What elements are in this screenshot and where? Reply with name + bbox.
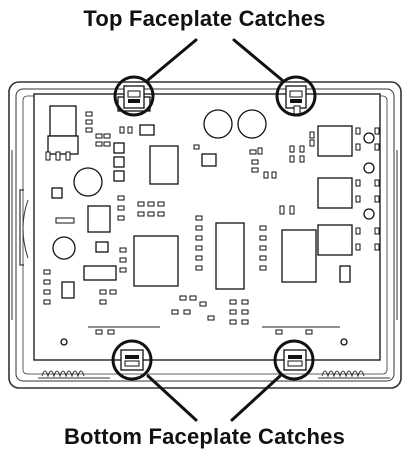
- leader-lines: [146, 38, 284, 422]
- bottom-faceplate-catches-label: Bottom Faceplate Catches: [63, 424, 346, 449]
- components: [47, 96, 375, 346]
- small-parts: [43, 111, 380, 335]
- leader-top-left: [146, 38, 198, 82]
- leader-bottom-left: [146, 374, 198, 422]
- leader-top-right: [232, 38, 284, 82]
- catch-bottom-right: [273, 339, 315, 381]
- catch-top-left: [113, 75, 155, 117]
- vent-grille-left: [38, 370, 110, 379]
- catch-bottom-left: [111, 339, 153, 381]
- catch-top-right: [275, 75, 317, 117]
- vent-grille-right: [318, 370, 390, 379]
- top-faceplate-catches-label: Top Faceplate Catches: [83, 6, 326, 31]
- leader-bottom-right: [230, 374, 282, 422]
- housing: [8, 81, 402, 389]
